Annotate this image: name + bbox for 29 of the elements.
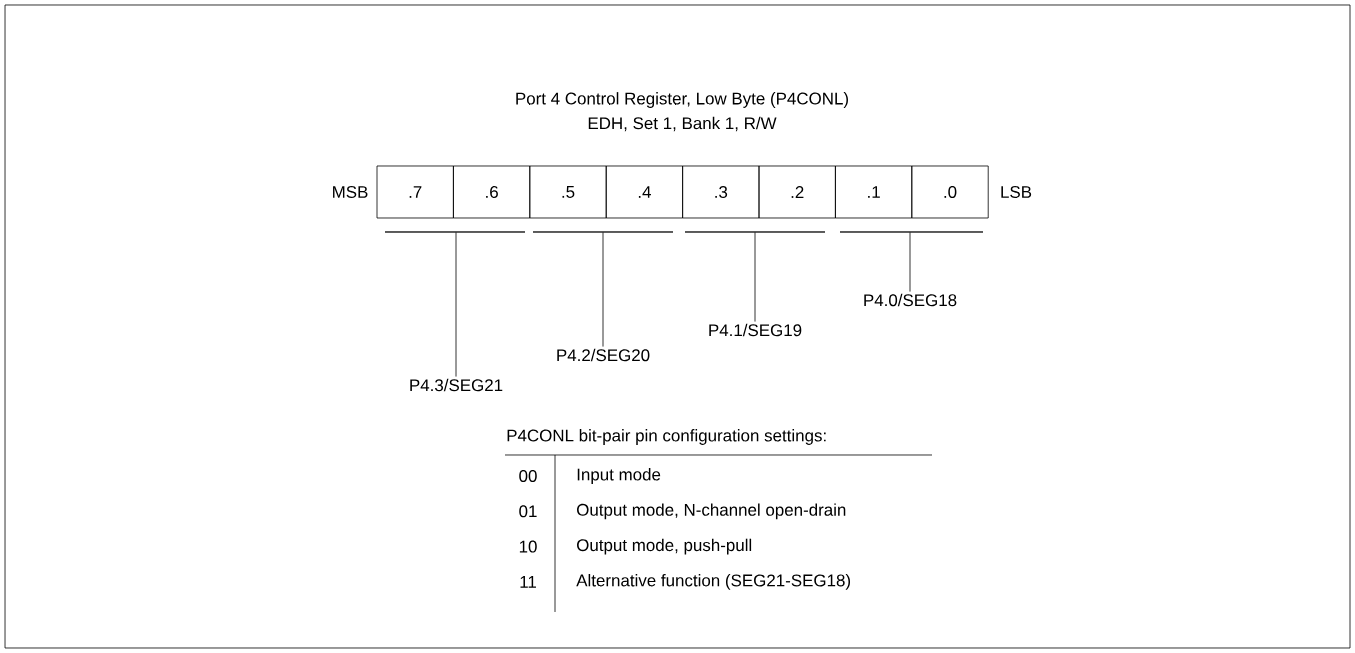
bit-cell: .7 — [376, 165, 454, 219]
leader-line — [455, 232, 457, 377]
bit-cell: .4 — [605, 165, 683, 219]
code-cell: 10 — [519, 540, 537, 553]
description-cell: Output mode, push-pull — [577, 538, 752, 555]
lsb-label: LSB — [1001, 186, 1032, 198]
msb-label: MSB — [333, 186, 368, 198]
bit-cell: .2 — [758, 165, 836, 219]
description-cell: Input mode — [577, 468, 661, 484]
code-cell: 01 — [519, 505, 537, 518]
pin-label: P4.1/SEG19 — [709, 323, 802, 337]
pin-label: P4.0/SEG18 — [864, 293, 957, 307]
code-cell: 11 — [520, 576, 536, 588]
leader-line — [909, 232, 911, 292]
leader-line — [602, 232, 604, 347]
bit-cell: .0 — [911, 165, 989, 219]
table-caption: P4CONL bit-pair pin configuration settings: — [507, 429, 826, 445]
bit-cell: .3 — [682, 165, 760, 219]
leader-line — [754, 232, 756, 322]
subtitle: EDH, Set 1, Bank 1, R/W — [588, 116, 777, 132]
description-cell: Output mode, N-channel open-drain — [577, 503, 846, 520]
code-cell: 00 — [519, 470, 537, 482]
description-cell: Alternative function (SEG21-SEG18) — [576, 574, 850, 590]
bit-cell: .1 — [835, 165, 913, 219]
title: Port 4 Control Register, Low Byte (P4CONL) — [516, 92, 848, 108]
pin-label: P4.3/SEG21 — [410, 378, 503, 392]
pin-label: P4.2/SEG20 — [557, 348, 650, 362]
bit-cell: .6 — [453, 165, 531, 219]
bit-cell: .5 — [529, 165, 607, 219]
